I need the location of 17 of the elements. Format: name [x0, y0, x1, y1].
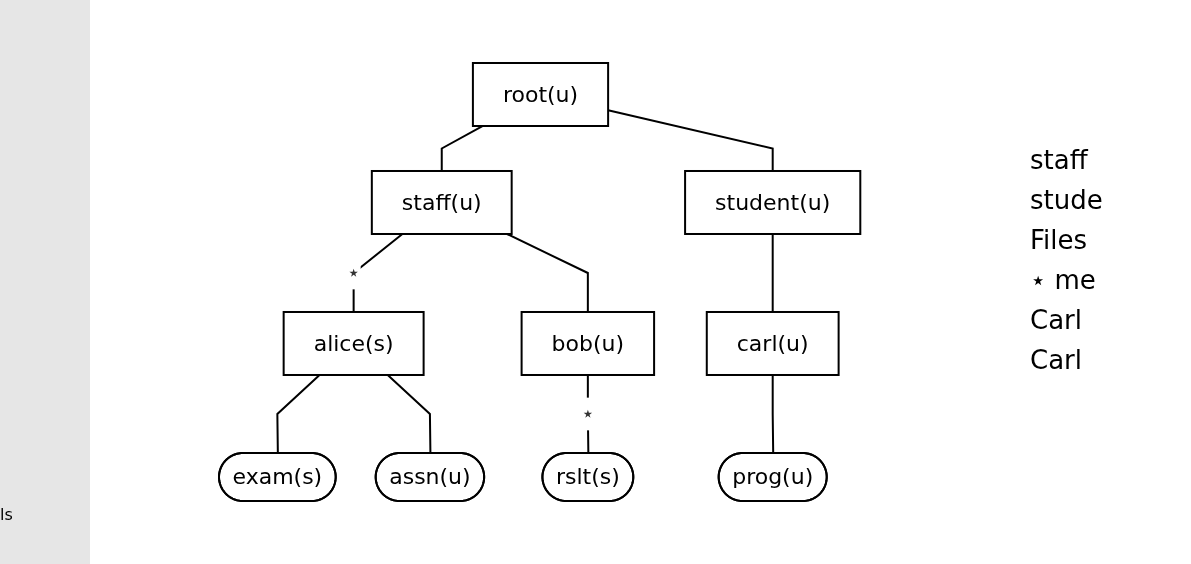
note-text: stude [1030, 184, 1103, 217]
node-box: carl(u) [706, 311, 840, 376]
node-box: student(u) [684, 170, 862, 235]
connector [506, 233, 590, 313]
note-text: ⋆ me [1030, 264, 1097, 297]
node-box: bob(u) [520, 311, 656, 376]
note-text: Files [1030, 224, 1089, 257]
note-text: ls [0, 505, 13, 524]
note-text: Carl [1030, 304, 1083, 337]
node-box: alice(s) [283, 311, 425, 376]
note-text: Carl [1030, 344, 1083, 377]
node-box: root(u) [472, 62, 610, 127]
edge-label: ⋆ [347, 260, 361, 286]
note-text: staff [1030, 144, 1090, 177]
node-box: staff(u) [371, 170, 513, 235]
connector [772, 233, 775, 313]
edge-label: ⋆ [581, 401, 596, 427]
